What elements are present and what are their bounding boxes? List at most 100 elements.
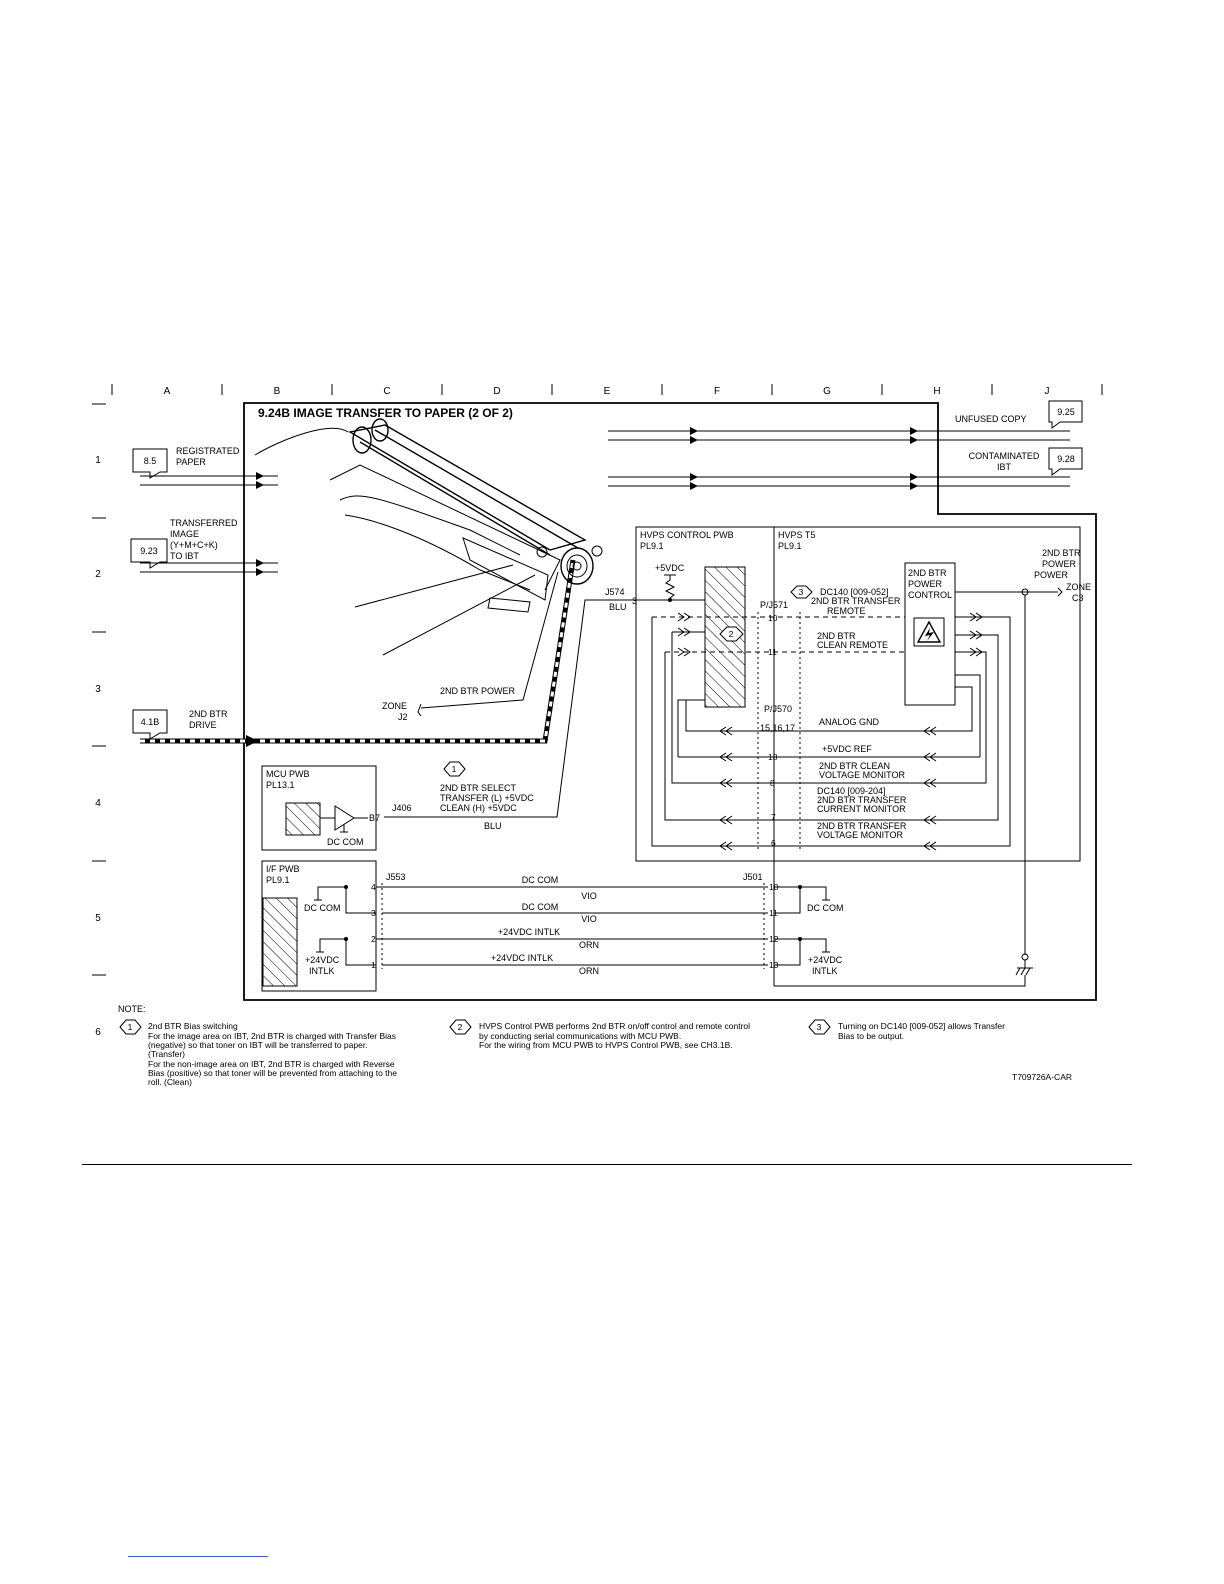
- svg-text:3: 3: [799, 587, 804, 597]
- registrated-paper-input: 8.5 REGISTRATED PAPER: [132, 446, 278, 489]
- svg-text:2: 2: [458, 1022, 463, 1032]
- grid-row-label: 6: [95, 1027, 101, 1038]
- connector-label: J501: [743, 872, 763, 882]
- wire-color: BLU: [484, 821, 502, 831]
- ref-number: 4.1B: [141, 717, 160, 727]
- ref-tag: [1048, 400, 1083, 429]
- hvps-t5-label: PL9.1: [778, 541, 802, 551]
- footer-link-underline[interactable]: [128, 1556, 268, 1557]
- input-label: (Y+M+C+K): [170, 540, 218, 550]
- grid-top-ruler: A B C D E F G H J: [111, 384, 1103, 397]
- grid-col-label: A: [164, 386, 171, 397]
- svg-text:1: 1: [452, 764, 457, 774]
- grid-col-label: B: [274, 386, 281, 397]
- power-control-label: 2ND BTR: [908, 568, 947, 578]
- mcu-pwb-label: MCU PWB: [266, 769, 310, 779]
- btr-drive-input: 4.1B 2ND BTR DRIVE: [132, 559, 576, 747]
- power-label: 2ND BTR POWER: [440, 686, 516, 696]
- wire-color: VIO: [581, 891, 597, 901]
- ground-label: DC COM: [304, 903, 341, 913]
- pin-number: 1: [371, 960, 376, 970]
- signal-label: VOLTAGE MONITOR: [817, 830, 904, 840]
- signal-label: 2ND BTR SELECT: [440, 783, 517, 793]
- signal-label: VOLTAGE MONITOR: [819, 770, 906, 780]
- transferred-image-input: 9.23 TRANSFERRED IMAGE (Y+M+C+K) TO IBT: [130, 518, 278, 576]
- contaminated-ibt-output: CONTAMINATED IBT 9.28: [608, 447, 1083, 490]
- pin-number: 10: [768, 613, 778, 623]
- note-1-line: 2nd BTR Bias switching: [148, 1021, 238, 1031]
- ref-tag: [1048, 447, 1083, 476]
- connector-label: P/J570: [764, 704, 792, 714]
- input-label: REGISTRATED: [176, 446, 240, 456]
- marker-1: 1: [443, 761, 466, 777]
- marker-2: 2: [719, 626, 744, 642]
- pin-number: 8: [770, 778, 775, 788]
- ref-tag: [132, 709, 168, 740]
- signal-label: CURRENT MONITOR: [817, 804, 906, 814]
- grid-col-label: E: [604, 386, 611, 397]
- ground-label: DC COM: [327, 837, 364, 847]
- pin-number: 10: [769, 882, 779, 892]
- note-heading: NOTE:: [118, 1004, 146, 1014]
- wire-label: +24VDC INTLK: [491, 953, 553, 963]
- zone-label: J2: [398, 712, 408, 722]
- note-2-line: For the wiring from MCU PWB to HVPS Cont…: [479, 1040, 733, 1050]
- signal-chevrons-right: [969, 612, 983, 657]
- input-label: DRIVE: [189, 720, 217, 730]
- power-label: POWER: [1042, 559, 1077, 569]
- input-label: TO IBT: [170, 551, 199, 561]
- grid-col-label: J: [1045, 386, 1050, 397]
- notes-section: NOTE: 6 1 2nd BTR Bias switching For the…: [118, 1004, 1072, 1087]
- svg-text:2: 2: [729, 629, 734, 639]
- ref-tag: [130, 538, 168, 569]
- pin-number: 6: [771, 838, 776, 848]
- ref-number: 9.25: [1057, 407, 1075, 417]
- zone-label: ZONE: [1066, 582, 1091, 592]
- grid-col-label: G: [823, 386, 831, 397]
- wire-color: ORN: [579, 940, 599, 950]
- output-label: UNFUSED COPY: [955, 414, 1027, 424]
- grid-row-label: 3: [95, 684, 101, 695]
- connector-label: J406: [392, 803, 412, 813]
- intlk-label: INTLK: [812, 966, 838, 976]
- pin-number: 3: [371, 908, 376, 918]
- pin-number: B7: [369, 813, 380, 823]
- connector-label: J574: [605, 587, 625, 597]
- power-control-label: POWER: [908, 579, 943, 589]
- power-label: 2ND BTR: [1042, 548, 1081, 558]
- signal-label: 2ND BTR: [817, 631, 856, 641]
- wire-label: DC COM: [522, 902, 559, 912]
- if-pwb-label: PL9.1: [266, 875, 290, 885]
- power-control-label: CONTROL: [908, 590, 952, 600]
- ref-number: 9.28: [1057, 454, 1075, 464]
- input-label: 2ND BTR: [189, 709, 228, 719]
- grid-row-label: 4: [95, 798, 101, 809]
- pin-number: 13: [769, 960, 779, 970]
- svg-text:3: 3: [817, 1022, 822, 1032]
- grid-col-label: D: [493, 386, 500, 397]
- signal-label: 2ND BTR CLEAN: [819, 761, 890, 771]
- btr-power-control: 2ND BTR POWER CONTROL: [904, 562, 956, 706]
- wire-label: DC COM: [522, 875, 559, 885]
- pin-number: 7: [771, 812, 776, 822]
- signal-label: DC140 [009-052]: [820, 587, 889, 597]
- power-label: POWER: [1034, 570, 1069, 580]
- grid-left-ruler: 1 2 3 4 5 6: [92, 403, 106, 1038]
- signal-label: REMOTE: [827, 606, 866, 616]
- output-label: CONTAMINATED: [969, 451, 1040, 461]
- mcu-pwb-box: [261, 765, 377, 851]
- if-pwb-label: I/F PWB: [266, 864, 300, 874]
- connector-label: J553: [386, 872, 406, 882]
- pin-number: 4: [371, 882, 376, 892]
- grid-row-label: 1: [95, 455, 101, 466]
- select-line: J574 BLU 3: [384, 587, 642, 818]
- page-divider: [82, 1164, 1132, 1165]
- wire-color: VIO: [581, 914, 597, 924]
- grid-row-label: 2: [95, 569, 101, 580]
- if-harness: J553 J501 4 3 2 1 10 11 12 13 DC COM VIO…: [371, 872, 1026, 987]
- ref-tag: [132, 448, 168, 479]
- intlk-label: +24VDC: [305, 955, 340, 965]
- pin-number: 15,16,17: [760, 723, 795, 733]
- intlk-label: +24VDC: [808, 955, 843, 965]
